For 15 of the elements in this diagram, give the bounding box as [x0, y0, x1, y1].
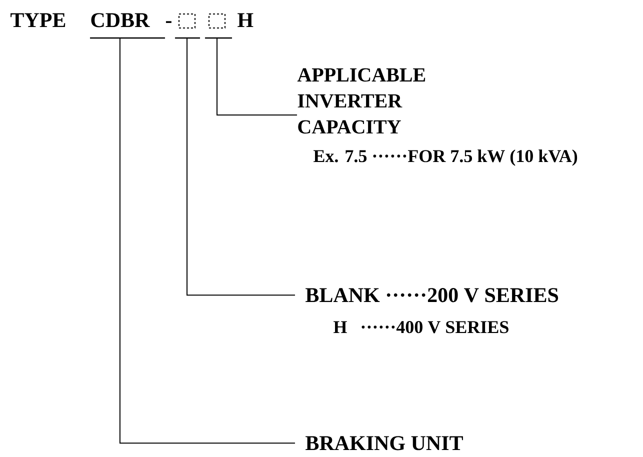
code-label: H — [334, 321, 347, 333]
code-label: - — [166, 21, 172, 23]
leader-line — [186, 38, 296, 296]
code-label: ······400 V SERIES — [362, 321, 508, 334]
option-text: APPLICABLE INVERTER CAPACITY — [297, 68, 426, 134]
code-text: CDBR — [91, 13, 150, 28]
placeholder-box — [178, 14, 196, 28]
option-text: BRAKING UNIT — [306, 436, 463, 450]
option-text: BLANK ······200 V SERIES — [306, 288, 558, 302]
leader-line — [216, 38, 298, 116]
code-label: Ex. 7.5 ······FOR 7.5 kW (10 kVA) — [314, 150, 578, 166]
code-label: H — [238, 13, 254, 27]
placeholder-box — [208, 14, 226, 28]
leader-line — [119, 38, 296, 444]
code-label: TYPE — [10, 13, 66, 27]
